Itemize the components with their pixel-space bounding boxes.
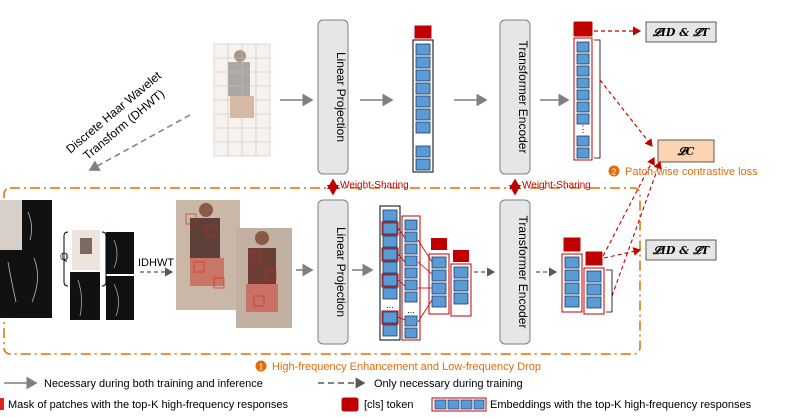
- patch-contrastive-label: 2 Patch-wise contrastive loss: [608, 165, 758, 178]
- middle-token-column: ...: [397, 215, 421, 341]
- svg-text:2: 2: [612, 168, 617, 177]
- legend-solid-label: Necessary during both training and infer…: [44, 378, 263, 390]
- svg-text:...: ...: [386, 300, 394, 310]
- svg-text:Transformer Encoder: Transformer Encoder: [516, 216, 530, 329]
- svg-text:𝓛ID & 𝓛T: 𝓛ID & 𝓛T: [652, 244, 710, 257]
- enhanced-person-images: [176, 200, 292, 328]
- weight-sharing-label-te: Weight-Sharing: [522, 180, 591, 191]
- svg-text:1: 1: [259, 363, 264, 372]
- loss-id-t-bottom: 𝓛ID & 𝓛T: [645, 239, 717, 261]
- svg-text:𝓛ID & 𝓛T: 𝓛ID & 𝓛T: [652, 26, 710, 39]
- arrow-top-to-lc: [599, 79, 653, 147]
- top-person-image: [213, 43, 271, 157]
- top-output-column: ⋮: [573, 21, 601, 161]
- bottom-token-column: ...: [379, 205, 401, 341]
- svg-text:Transformer Encoder: Transformer Encoder: [516, 41, 530, 154]
- transformer-encoder-bottom: Transformer Encoder: [499, 199, 531, 345]
- dhwt-arrow: [88, 114, 191, 171]
- legend: Necessary during both training and infer…: [0, 376, 752, 412]
- svg-text:ℚ: ℚ: [60, 252, 69, 263]
- arrow-bot-to-lc: [599, 157, 655, 263]
- legend-mask-label: Mask of patches with the top-K high-freq…: [8, 399, 289, 411]
- loss-id-t-top: 𝓛ID & 𝓛T: [645, 21, 717, 43]
- selected-token-columns: [417, 238, 472, 323]
- svg-text:⋮: ⋮: [579, 124, 588, 134]
- linear-projection-bottom: Linear Projection: [317, 199, 349, 345]
- legend-mask-swatch: [0, 398, 4, 410]
- top-token-column: [412, 25, 434, 173]
- linear-projection-top: Linear Projection: [317, 19, 349, 175]
- legend-embed-swatch: [431, 397, 487, 412]
- legend-embed-label: Embeddings with the top-K high-frequency…: [490, 399, 752, 411]
- legend-cls-label: [cls] token: [364, 399, 414, 411]
- arrow-bot2-to-lc: [611, 160, 662, 297]
- transformer-encoder-top: Transformer Encoder: [499, 19, 531, 175]
- svg-text:Patch-wise contrastive loss: Patch-wise contrastive loss: [625, 166, 758, 178]
- svg-text:High-frequency Enhancement and: High-frequency Enhancement and Low-frequ…: [272, 361, 541, 373]
- weight-sharing-label-lp: Weight-Sharing: [340, 180, 409, 191]
- enhancement-label: 1 High-frequency Enhancement and Low-fre…: [255, 360, 541, 373]
- svg-text:𝓛C: 𝓛C: [677, 145, 695, 158]
- bottom-output-columns: [561, 237, 613, 315]
- arrow-cls-to-loss-bottom: [603, 247, 642, 259]
- svg-text:Linear Projection: Linear Projection: [334, 227, 348, 317]
- svg-text:...: ...: [407, 305, 415, 315]
- svg-text:Linear Projection: Linear Projection: [334, 52, 348, 142]
- wavelet-images: ℚ: [0, 200, 134, 320]
- legend-dashed-label: Only necessary during training: [374, 378, 523, 390]
- loss-c: 𝓛C: [657, 139, 715, 163]
- idhwt-label: IDHWT: [138, 257, 174, 269]
- legend-cls-swatch: [341, 397, 359, 412]
